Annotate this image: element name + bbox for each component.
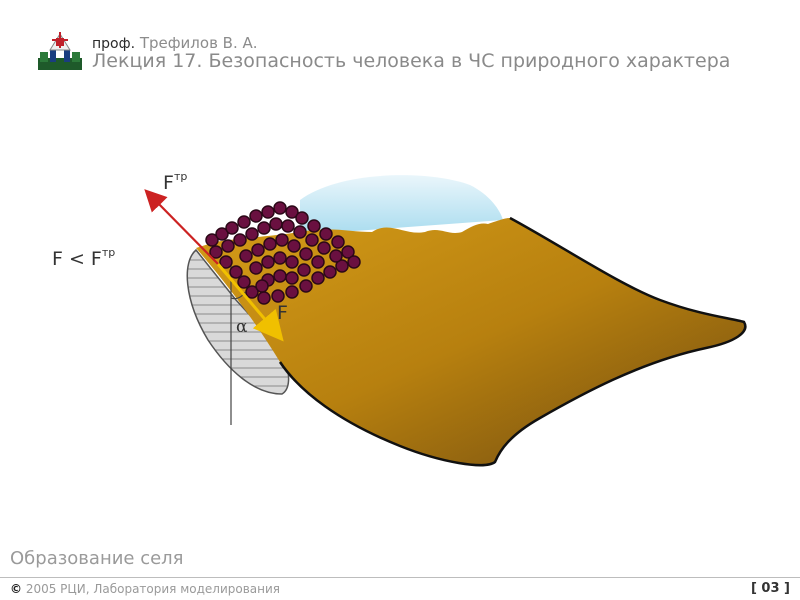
- formula-lhs: F < F: [52, 248, 102, 270]
- copyright-icon: ©: [10, 582, 22, 596]
- copyright-text: 2005 РЦИ, Лаборатория моделирования: [25, 582, 281, 596]
- friction-force-arrow: [144, 189, 219, 265]
- angle-label: α: [236, 317, 248, 337]
- friction-label-main: F: [163, 172, 174, 194]
- slide-number: [ 03 ]: [750, 581, 790, 596]
- formula-sup: тр: [101, 246, 116, 259]
- debris-mass: [205, 201, 361, 305]
- snow-cap: [300, 175, 503, 235]
- mountain-slope: [196, 218, 746, 466]
- driving-force-label: F: [277, 302, 288, 324]
- driving-force-arrow: [216, 263, 284, 342]
- slide-caption: Образование селя: [10, 548, 184, 569]
- lecture-title: Лекция 17. Безопасность человека в ЧС пр…: [92, 50, 731, 72]
- author-name: Трефилов В. А.: [139, 34, 258, 52]
- force-inequality: F < Fтр: [52, 246, 115, 270]
- friction-label-sup: тр: [173, 170, 188, 183]
- friction-force-label: Fтр: [163, 170, 187, 194]
- institution-logo-icon: [38, 32, 82, 70]
- footer-divider: [0, 577, 800, 578]
- author-prefix: проф.: [92, 36, 136, 52]
- author-line: проф. Трефилов В. А.: [92, 34, 258, 52]
- footer-copyright: © 2005 РЦИ, Лаборатория моделирования: [10, 582, 280, 596]
- slide-header: проф. Трефилов В. А. Лекция 17. Безопасн…: [0, 0, 800, 80]
- slope-outline: [278, 216, 747, 467]
